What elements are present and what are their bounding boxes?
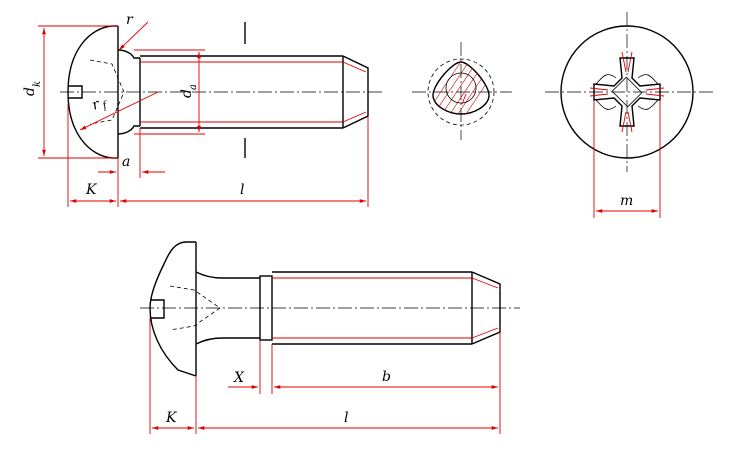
rf-label-sub: f bbox=[100, 99, 110, 112]
head-top-view: m bbox=[545, 12, 715, 218]
dk-label: d bbox=[22, 87, 38, 96]
da-label: d bbox=[179, 89, 195, 98]
r-label: r bbox=[126, 12, 134, 28]
x-label: X bbox=[233, 370, 245, 386]
phillips-cross-recess-icon bbox=[593, 57, 661, 127]
phillips-red-taper bbox=[589, 51, 665, 133]
r-leader bbox=[118, 21, 149, 51]
bottom-head-slot bbox=[150, 299, 165, 319]
k-bottom-label: K bbox=[165, 410, 178, 426]
top-point-thread bbox=[342, 61, 367, 123]
da-label-sub: a bbox=[188, 84, 199, 90]
b-label: b bbox=[382, 369, 391, 385]
section-trilobular-profile bbox=[432, 61, 490, 115]
k-top-label: K bbox=[85, 182, 98, 198]
bottom-screw-point bbox=[471, 271, 501, 345]
bottom-thread-runout bbox=[259, 275, 273, 341]
top-neck-upper bbox=[117, 49, 140, 59]
bottom-neck-lower bbox=[195, 337, 260, 345]
m-label: m bbox=[620, 193, 633, 209]
rf-leader bbox=[79, 91, 159, 131]
head-outer-circle bbox=[560, 25, 694, 159]
top-pan-head bbox=[67, 25, 118, 159]
top-neck-lower bbox=[117, 125, 140, 135]
top-hidden-recess bbox=[89, 59, 125, 125]
l-top-label: l bbox=[240, 182, 244, 198]
phillips-center-square bbox=[611, 76, 643, 108]
section-red-mark bbox=[461, 93, 467, 105]
a-label: a bbox=[122, 154, 130, 170]
top-head-slot bbox=[68, 85, 83, 99]
dk-label-sub: k bbox=[32, 81, 43, 87]
phillips-recess-flanks bbox=[595, 74, 659, 110]
top-side-view: d k d a r r f a K l bbox=[22, 12, 385, 207]
bottom-pan-head bbox=[149, 241, 197, 377]
section-view bbox=[412, 42, 512, 140]
section-reference-circle bbox=[427, 58, 495, 126]
bottom-neck-upper bbox=[195, 271, 260, 279]
l-bottom-label: l bbox=[344, 410, 348, 426]
section-inner-circle bbox=[445, 72, 477, 104]
bottom-side-view: X b K l bbox=[140, 241, 520, 434]
bottom-point-thread bbox=[471, 277, 499, 339]
top-screw-point bbox=[342, 55, 369, 129]
rf-label: r bbox=[90, 96, 103, 114]
bottom-hidden-recess bbox=[169, 285, 221, 331]
